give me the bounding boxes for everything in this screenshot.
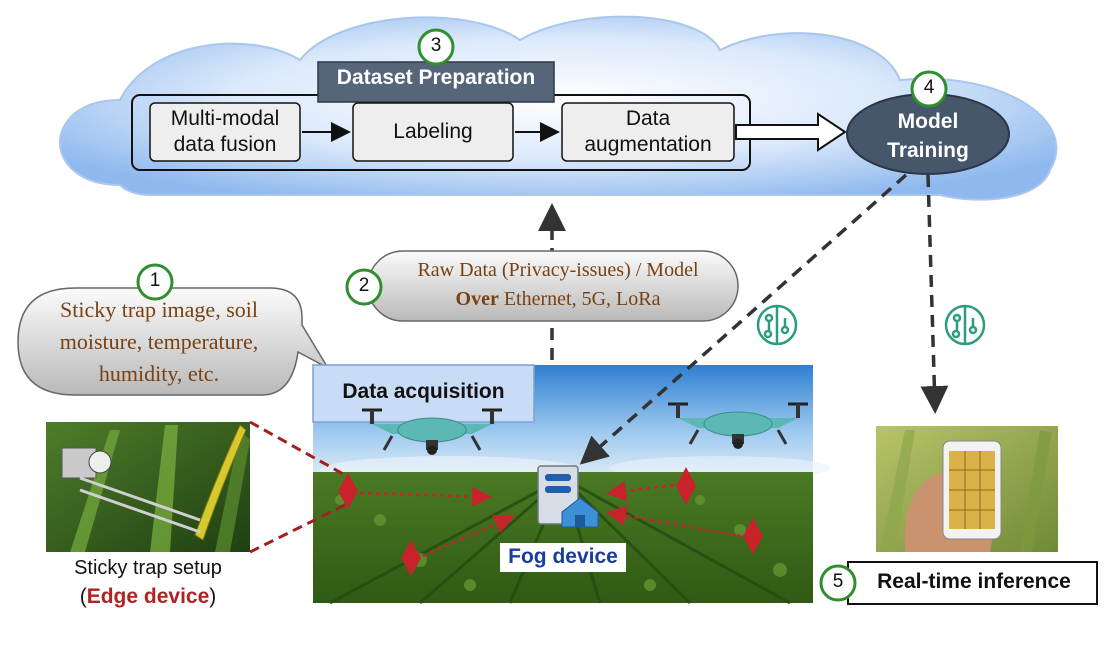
badge-4: 4 [923, 77, 935, 98]
data-acquisition-label: Data acquisition [342, 380, 505, 403]
drone-right [668, 402, 808, 449]
badge-2: 2 [358, 275, 370, 296]
edge-link-bottom [249, 503, 346, 554]
edge-close-paren: ) [209, 585, 217, 608]
ai-brain-icon [756, 304, 798, 346]
sensor-line3: humidity, etc. [98, 361, 220, 386]
model-training-line1: Model [897, 110, 959, 133]
sensor-to-fog-arrows [359, 481, 742, 558]
inference-box [847, 561, 1098, 605]
raw-data-line1: Raw Data (Privacy-issues) / Model [417, 259, 699, 281]
fog-server-icon [537, 465, 599, 528]
sensor-line2: moisture, temperature, [59, 329, 259, 354]
step-labeling-box [352, 102, 514, 162]
model-training-line2: Training [887, 139, 969, 162]
step-fusion-line1: Multi-modal [170, 107, 280, 130]
cloud-shape [59, 15, 1058, 201]
raw-data-over: Over [455, 288, 499, 310]
badge-3: 3 [430, 35, 442, 56]
edge-open-paren: ( [79, 585, 87, 608]
badge-1: 1 [149, 270, 161, 291]
step-augmentation-line1: Data [625, 107, 671, 130]
step-fusion-line2: data fusion [173, 133, 277, 156]
sensor-bubble-text: Sticky trap image, soil moisture, temper… [24, 294, 294, 390]
raw-data-text: Raw Data (Privacy-issues) / Model Over E… [378, 256, 738, 314]
raw-data-channels: Ethernet, 5G, LoRa [498, 288, 661, 310]
inference-photo [876, 426, 1058, 552]
sensor-bubble [17, 287, 331, 396]
drone-left [362, 408, 502, 455]
ai-brain-icon [944, 304, 986, 346]
arrow-model-to-inference [920, 174, 949, 414]
data-acquisition-box [312, 364, 535, 423]
raw-data-line2: Over Ethernet, 5G, LoRa [378, 285, 738, 314]
sensor-diamonds [338, 467, 763, 576]
model-training-label: Model Training [847, 107, 1009, 165]
fog-device-label: Fog device [508, 545, 618, 568]
dataset-preparation-title: Dataset Preparation [336, 66, 536, 89]
badge-5: 5 [832, 571, 844, 592]
step-augmentation-box [561, 102, 735, 162]
sensor-line1: Sticky trap image, soil [60, 297, 258, 322]
inference-label: Real-time inference [877, 570, 1071, 593]
step-augmentation-line2: augmentation [584, 133, 712, 156]
edge-device-photo [46, 422, 250, 552]
step-labeling-label: Labeling [393, 120, 473, 143]
arrow-model-to-fog [579, 173, 908, 465]
step-augmentation-label: Data augmentation [562, 106, 734, 158]
dataset-title-box [317, 61, 555, 103]
fog-device-label-box [500, 543, 626, 572]
step-fusion-label: Multi-modal data fusion [150, 106, 300, 158]
edge-device-name: Edge device [86, 585, 210, 608]
arrow-to-model-training [735, 112, 847, 152]
edge-caption: Sticky trap setup [74, 557, 222, 579]
edge-link-top [249, 420, 346, 477]
edge-device-label: (Edge device) [40, 585, 256, 609]
badges [136, 28, 948, 602]
step-fusion-box [149, 102, 301, 162]
